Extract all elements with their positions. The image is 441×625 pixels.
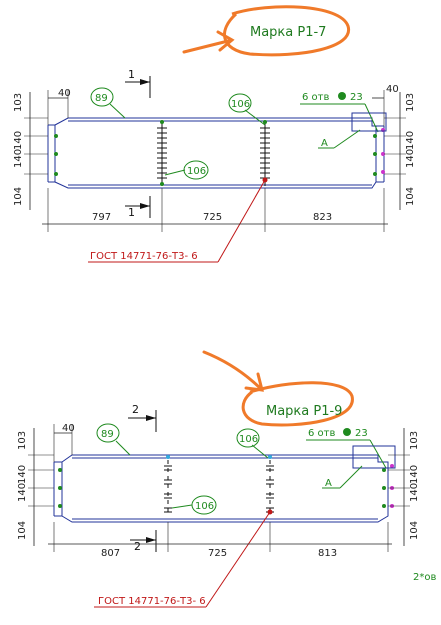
title-circle-2 — [241, 381, 354, 427]
balloon-106-top-label: 106 — [231, 99, 250, 110]
dim-bottom-3: 823 — [313, 212, 332, 223]
balloon-89: 89 — [96, 423, 131, 456]
detail-label: А — [321, 138, 328, 149]
balloon-89-label: 89 — [95, 93, 108, 104]
dim-right-3: 140 — [405, 149, 416, 168]
balloon-106-bottom: 106 — [164, 160, 209, 180]
balloon-106-top-label: 106 — [239, 434, 258, 445]
dim-left-2: 140 — [17, 465, 28, 484]
dim-right-1: 103 — [409, 431, 420, 450]
dim-top-right: 40 — [386, 84, 399, 95]
title-arrow-2 — [202, 350, 264, 392]
gost-note: ГОСТ 14771-76-Т3- 6 — [98, 596, 206, 607]
drawing-2: Марка Р1-9 2 2 — [17, 350, 420, 608]
dim-bottom-3: 813 — [318, 548, 337, 559]
dim-bottom-2: 725 — [203, 212, 222, 223]
title-arrow-1 — [182, 30, 235, 54]
detail-label: А — [325, 478, 332, 489]
weld-note: 6 отв — [308, 428, 335, 439]
dim-right-1: 103 — [405, 93, 416, 112]
dim-left-3: 140 — [17, 483, 28, 502]
dim-right-3: 140 — [409, 483, 420, 502]
dim-right-4: 104 — [409, 521, 420, 540]
corner-note: 2*ов — [413, 572, 436, 583]
drawing-title: Марка Р1-9 — [266, 404, 342, 419]
dim-left-1: 103 — [13, 93, 24, 112]
dim-right-2: 140 — [409, 465, 420, 484]
dim-bottom-2: 725 — [208, 548, 227, 559]
balloon-89-label: 89 — [101, 429, 114, 440]
dim-left-4: 104 — [17, 521, 28, 540]
balloon-106-top: 106 — [236, 428, 269, 459]
dim-left-4: 104 — [13, 187, 24, 206]
balloon-106-bottom-label: 106 — [187, 166, 206, 177]
balloon-106-bottom-label: 106 — [195, 501, 214, 512]
balloon-106-bottom: 106 — [171, 495, 217, 515]
detail-box-a — [352, 445, 396, 469]
dim-bottom-1: 797 — [92, 212, 111, 223]
plate-outline-2 — [61, 454, 389, 523]
weld-note: 6 отв — [302, 92, 329, 103]
dim-left-3: 140 — [13, 149, 24, 168]
dim-top-left: 40 — [62, 423, 75, 434]
section-mark-bottom: 2 — [134, 540, 141, 553]
dim-right-4: 104 — [405, 187, 416, 206]
plate-outline-1 — [54, 117, 377, 189]
drawing-1: Марка Р1-7 1 1 — [13, 5, 416, 263]
drawing-title: Марка Р1-7 — [250, 25, 326, 40]
dim-top-left: 40 — [58, 88, 71, 99]
section-mark-top: 2 — [132, 403, 139, 416]
gost-note: ГОСТ 14771-76-Т3- 6 — [90, 251, 198, 262]
section-mark-top: 1 — [128, 68, 135, 81]
weld-number: 23 — [350, 92, 363, 103]
section-mark-bottom: 1 — [128, 206, 135, 219]
weld-number: 23 — [355, 428, 368, 439]
dim-left-1: 103 — [17, 431, 28, 450]
dim-bottom-1: 807 — [101, 548, 120, 559]
dim-left-2: 140 — [13, 131, 24, 150]
balloon-89: 89 — [90, 87, 126, 119]
dim-right-2: 140 — [405, 131, 416, 150]
balloon-106-top: 106 — [228, 93, 266, 126]
detail-box-a — [351, 112, 387, 132]
